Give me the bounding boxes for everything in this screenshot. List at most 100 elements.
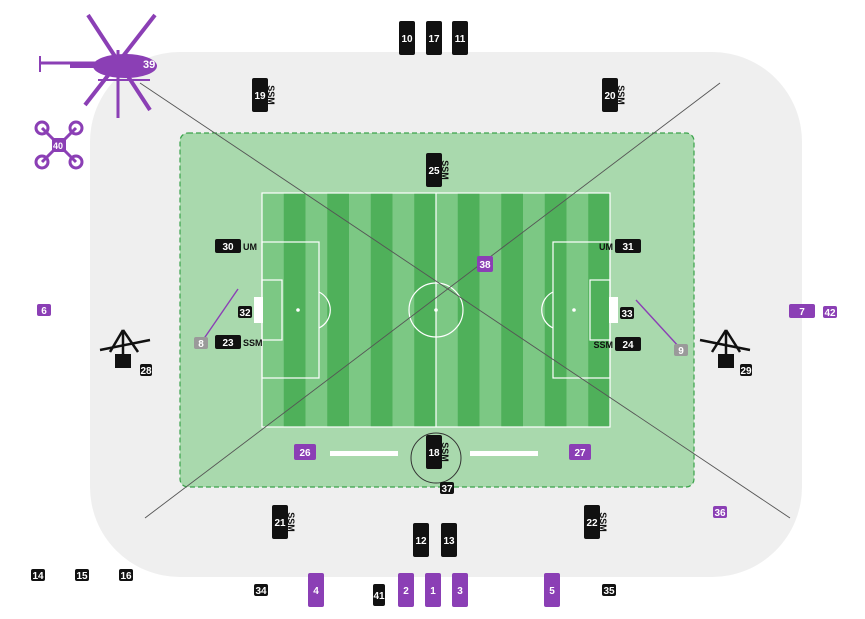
camera-label-10: 10 [401, 34, 413, 45]
camera-tag-19: SSM [266, 85, 276, 105]
camera-body-12 [413, 523, 429, 557]
camera-label-28: 28 [140, 366, 152, 377]
camera-12[interactable]: 12 [413, 523, 429, 557]
camera-8[interactable]: 8 [194, 337, 208, 350]
camera-34[interactable]: 34 [254, 584, 268, 597]
camera-body-5 [544, 573, 560, 607]
pitch [262, 193, 611, 427]
camera-29[interactable]: 29 [740, 364, 752, 377]
camera-body-1 [425, 573, 441, 607]
camera-label-32: 32 [239, 308, 251, 319]
camera-body-29 [740, 364, 752, 376]
pitch-stripe [588, 193, 611, 427]
camera-tag-22: SSM [598, 512, 608, 532]
camera-body-21 [272, 505, 288, 539]
camera-6[interactable]: 6 [37, 304, 51, 317]
camera-label-40: 40 [53, 141, 63, 151]
camera-3[interactable]: 3 [452, 573, 468, 607]
pitch-stripe [283, 193, 306, 427]
camera-label-6: 6 [41, 306, 47, 317]
camera-body-41 [373, 584, 385, 606]
camera-label-29: 29 [740, 366, 752, 377]
camera-tag-31: UM [599, 242, 613, 252]
camera-label-31: 31 [622, 242, 634, 253]
camera-label-30: 30 [222, 242, 234, 253]
pitch-stripe [392, 193, 415, 427]
camera-label-26: 26 [299, 448, 311, 459]
camera-links [202, 288, 681, 349]
camera-tag-30: UM [243, 242, 257, 252]
camera-26[interactable]: 26 [294, 444, 316, 460]
camera-body-15 [75, 569, 89, 581]
pitch-stripe [566, 193, 589, 427]
crane-body-29 [718, 354, 734, 368]
camera-label-37: 37 [441, 484, 453, 495]
camera-label-35: 35 [603, 586, 615, 597]
pitch-stripe [457, 193, 480, 427]
camera-28[interactable]: 28 [140, 364, 152, 377]
camera-body-33 [620, 307, 634, 319]
pitch-stripe [370, 193, 393, 427]
camera-label-34: 34 [255, 586, 267, 597]
camera-38[interactable]: 38 [477, 256, 493, 272]
camera-body-10 [399, 21, 415, 55]
crane-icon-28 [99, 329, 151, 368]
drone-body [52, 138, 66, 152]
camera-27[interactable]: 27 [569, 444, 591, 460]
camera-label-39: 39 [143, 59, 155, 71]
camera-32[interactable]: 32 [238, 306, 252, 319]
camera-1[interactable]: 1 [425, 573, 441, 607]
camera-5[interactable]: 5 [544, 573, 560, 607]
camera-label-15: 15 [76, 571, 88, 582]
camera-15[interactable]: 15 [75, 569, 89, 582]
camera-14[interactable]: 14 [31, 569, 45, 582]
camera-label-33: 33 [621, 309, 633, 320]
camera-body-31 [615, 239, 641, 253]
camera-4[interactable]: 4 [308, 573, 324, 607]
camera-label-42: 42 [824, 308, 836, 319]
camera-10[interactable]: 10 [399, 21, 415, 55]
camera-tag-24: SSM [593, 340, 613, 350]
camera-37[interactable]: 37 [440, 482, 454, 495]
pitch-stripe [414, 193, 437, 427]
camera-label-18: 18 [428, 448, 440, 459]
camera-label-7: 7 [799, 307, 805, 318]
camera-16[interactable]: 16 [119, 569, 133, 582]
camera-tag-23: SSM [243, 338, 263, 348]
camera-body-24 [615, 337, 641, 351]
camera-30[interactable]: 30 UM [215, 239, 257, 253]
camera-label-8: 8 [198, 339, 204, 350]
camera-label-9: 9 [678, 346, 684, 357]
camera-41[interactable]: 41 [373, 584, 385, 606]
camera-42[interactable]: 42 [823, 306, 837, 319]
camera-7[interactable]: 7 [789, 304, 815, 318]
camera-17[interactable]: 17 [426, 21, 442, 55]
camera-36[interactable]: 36 [713, 506, 727, 519]
pitch-stripe [349, 193, 372, 427]
camera-label-19: 19 [254, 91, 266, 102]
camera-33[interactable]: 33 [620, 307, 634, 320]
camera-9[interactable]: 9 [674, 344, 688, 357]
camera-35[interactable]: 35 [602, 584, 616, 597]
camera-11[interactable]: 11 [452, 21, 468, 55]
pitch-spots [254, 297, 618, 323]
camera-label-11: 11 [455, 34, 466, 45]
camera-13[interactable]: 13 [441, 523, 457, 557]
camera-2[interactable]: 2 [398, 573, 414, 607]
camera-body-25 [426, 153, 442, 187]
camera-body-37 [440, 482, 454, 494]
camera-body-30 [215, 239, 241, 253]
camera-body-8 [194, 337, 208, 349]
camera-tag-20: SSM [616, 85, 626, 105]
camera-31[interactable]: 31 UM [599, 239, 641, 253]
camera-label-2: 2 [403, 586, 409, 597]
